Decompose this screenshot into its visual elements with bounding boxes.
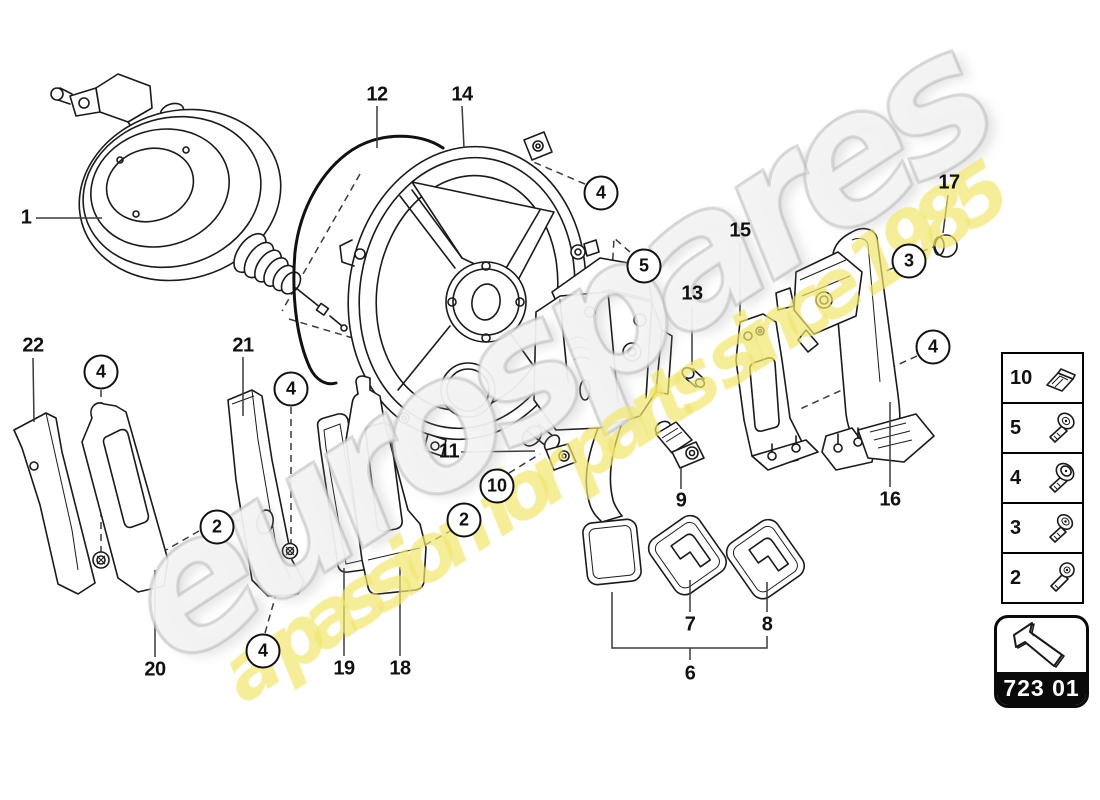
legend-number: 5 bbox=[1010, 416, 1022, 439]
section-code-box: 723 01 bbox=[994, 615, 1089, 708]
brake-servo-drawing bbox=[50, 73, 348, 332]
part-label-22: 22 bbox=[22, 334, 44, 357]
part-label-19: 19 bbox=[333, 657, 355, 680]
cover-plate-drawing bbox=[339, 131, 600, 457]
switch-drawing bbox=[654, 420, 705, 469]
gasket-strip-drawing bbox=[292, 134, 445, 386]
callout-circle-2-left: 2 bbox=[199, 509, 235, 545]
legend-number: 2 bbox=[1010, 566, 1022, 589]
accelerator-pedal-drawing bbox=[775, 227, 958, 471]
trim-plate-22-drawing bbox=[13, 412, 96, 595]
legend-number: 10 bbox=[1010, 366, 1033, 389]
part-label-20: 20 bbox=[144, 658, 166, 681]
part-label-14: 14 bbox=[451, 83, 473, 106]
legend-row-4: 4 bbox=[1003, 452, 1082, 502]
trim-plate-21-drawing bbox=[227, 389, 305, 597]
callout-circle-4-right: 4 bbox=[915, 329, 951, 365]
callout-circle-5: 5 bbox=[626, 248, 662, 284]
trim-plate-18-drawing bbox=[345, 375, 427, 595]
legend-number: 4 bbox=[1010, 466, 1022, 489]
legend-row-5: 5 bbox=[1003, 402, 1082, 452]
callout-circle-3: 3 bbox=[891, 243, 927, 279]
part-label-8: 8 bbox=[761, 613, 773, 636]
part-label-17: 17 bbox=[938, 171, 960, 194]
pedal-box-drawing bbox=[533, 257, 673, 586]
legend-number: 3 bbox=[1010, 516, 1022, 539]
part-label-6: 6 bbox=[684, 662, 696, 685]
part-label-11: 11 bbox=[438, 440, 460, 463]
small-pin-drawing bbox=[681, 366, 706, 388]
part-label-9: 9 bbox=[675, 489, 687, 512]
spring-clip-icon bbox=[1046, 368, 1076, 392]
leader-lines bbox=[32, 105, 949, 660]
pedal-pad-7-drawing bbox=[647, 514, 728, 596]
callout-circle-4-bottom: 4 bbox=[245, 633, 281, 669]
flange-screw-icon bbox=[1049, 462, 1075, 493]
part-label-12: 12 bbox=[366, 83, 388, 106]
legend-row-3: 3 bbox=[1003, 502, 1082, 552]
section-code: 723 01 bbox=[997, 672, 1086, 705]
direction-arrow-icon bbox=[997, 618, 1086, 672]
trim-plate-20-drawing bbox=[81, 402, 169, 593]
part-label-1: 1 bbox=[20, 206, 32, 229]
legend-row-10: 10 bbox=[1003, 354, 1082, 402]
callout-circle-10: 10 bbox=[479, 468, 515, 504]
pedal-pad-8-drawing bbox=[725, 518, 806, 600]
callout-circle-4-left2: 4 bbox=[273, 371, 309, 407]
flange-screw-icon bbox=[1049, 513, 1074, 543]
pan-head-screw-icon bbox=[1049, 412, 1075, 443]
socket-screw-icon bbox=[1050, 562, 1075, 592]
fastener-legend: 10 5 4 bbox=[1001, 352, 1084, 604]
support-bracket-drawing bbox=[735, 313, 819, 471]
part-label-7: 7 bbox=[684, 613, 696, 636]
part-label-21: 21 bbox=[232, 334, 254, 357]
callout-circle-4-top: 4 bbox=[583, 175, 619, 211]
callout-circle-4-left1: 4 bbox=[83, 354, 119, 390]
legend-row-2: 2 bbox=[1003, 552, 1082, 602]
part-label-16: 16 bbox=[879, 488, 901, 511]
part-label-15: 15 bbox=[729, 219, 751, 242]
part-label-13: 13 bbox=[681, 282, 703, 305]
callout-circle-2-right: 2 bbox=[446, 502, 482, 538]
pin-part-drawing bbox=[521, 423, 577, 471]
part-label-18: 18 bbox=[389, 657, 411, 680]
